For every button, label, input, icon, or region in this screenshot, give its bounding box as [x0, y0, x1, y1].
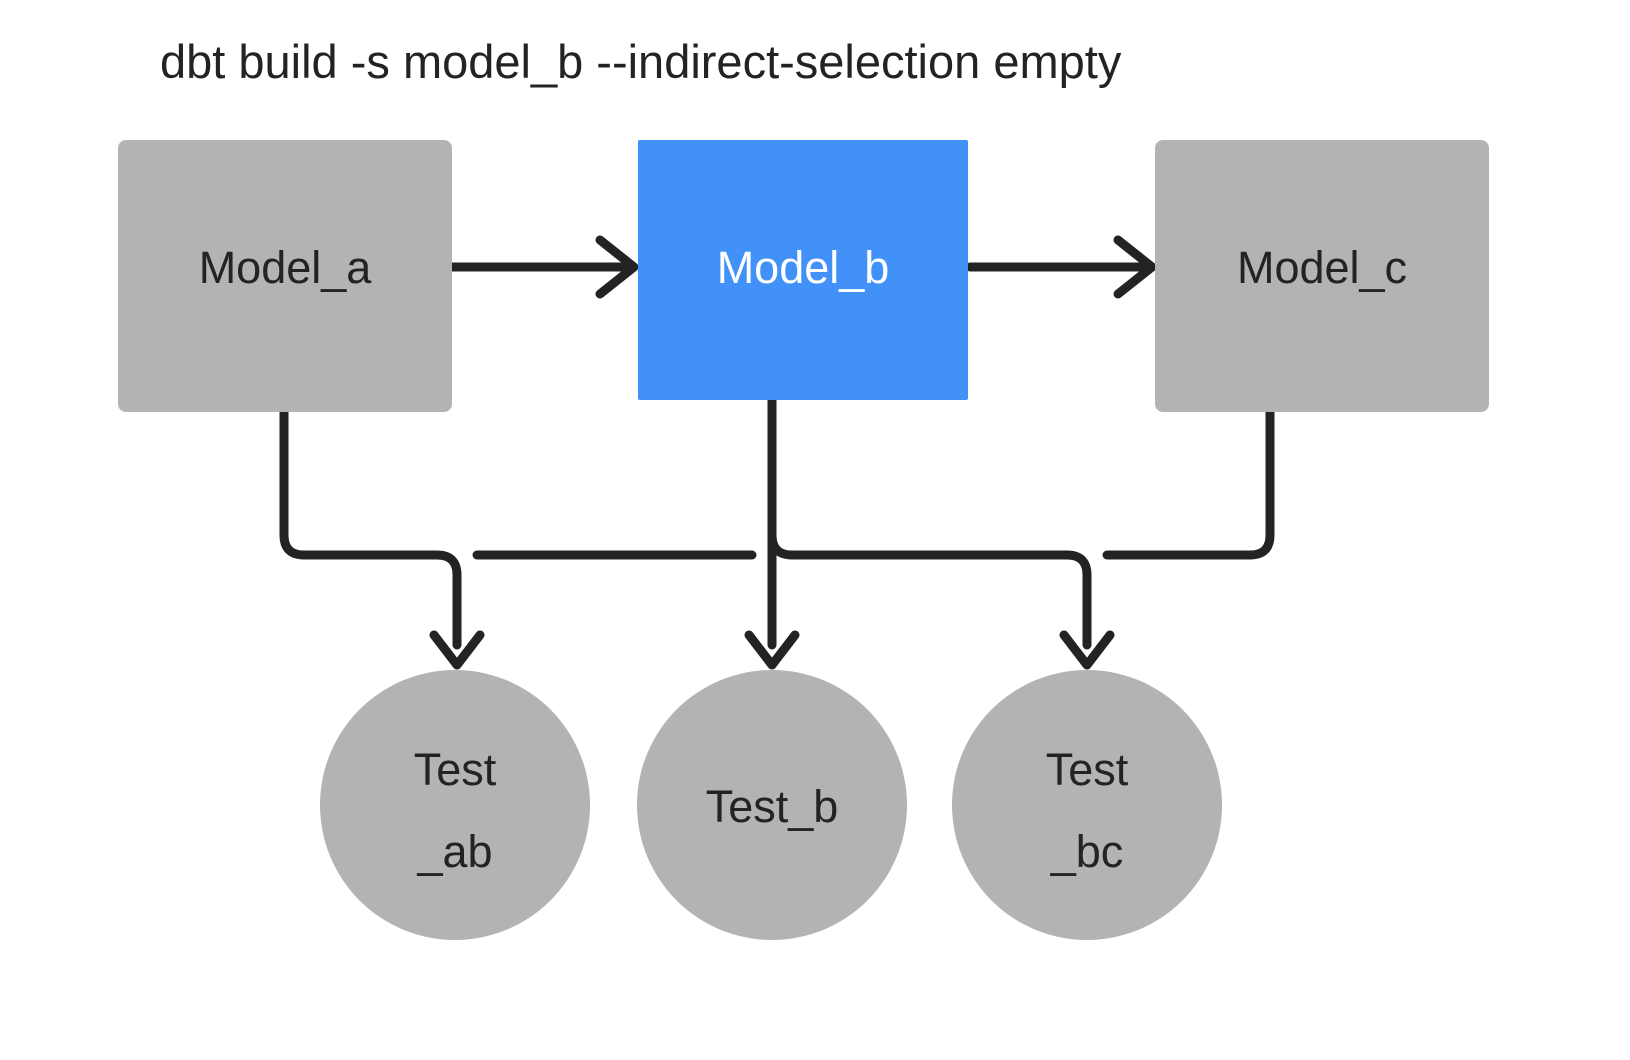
node-model-c-label: Model_c	[1237, 242, 1407, 293]
node-test-b-label-line1: Test_b	[706, 781, 839, 832]
node-test-bc-label-line1: Test	[1046, 744, 1129, 795]
page-title: dbt build -s model_b --indirect-selectio…	[160, 35, 1122, 88]
node-model-b-shape[interactable]	[638, 140, 968, 400]
node-test-bc[interactable]: Test _bc	[952, 670, 1222, 940]
node-test-ab[interactable]: Test _ab	[320, 670, 590, 940]
node-model-a[interactable]: Model_a	[118, 140, 452, 412]
node-model-b-label: Model_b	[717, 242, 890, 293]
node-model-c[interactable]: Model_c	[1155, 140, 1489, 412]
node-test-ab-label-line1: Test	[414, 744, 497, 795]
node-test-bc-shape[interactable]	[952, 670, 1222, 940]
arrowhead-test-b	[744, 630, 800, 670]
node-model-c-shape[interactable]	[1155, 140, 1489, 412]
arrowhead-model-b	[595, 235, 639, 299]
node-model-a-label: Model_a	[199, 242, 373, 293]
edge-model-b-to-test-bc	[767, 530, 1092, 650]
node-model-a-shape[interactable]	[118, 140, 452, 412]
node-test-b-shape[interactable]	[637, 670, 907, 940]
node-test-ab-shape[interactable]	[320, 670, 590, 940]
node-test-b[interactable]: Test_b	[637, 670, 907, 940]
arrowhead-test-bc	[1059, 630, 1115, 670]
arrowhead-model-c	[1113, 235, 1157, 299]
edge-model-c-to-test-bc	[1102, 407, 1275, 560]
edge-model-a-to-test-ab	[279, 407, 462, 650]
arrowhead-test-ab	[429, 630, 485, 670]
node-test-bc-label-line2: _bc	[1050, 826, 1124, 877]
node-model-b[interactable]: Model_b	[638, 140, 968, 400]
node-test-ab-label-line2: _ab	[416, 826, 492, 877]
